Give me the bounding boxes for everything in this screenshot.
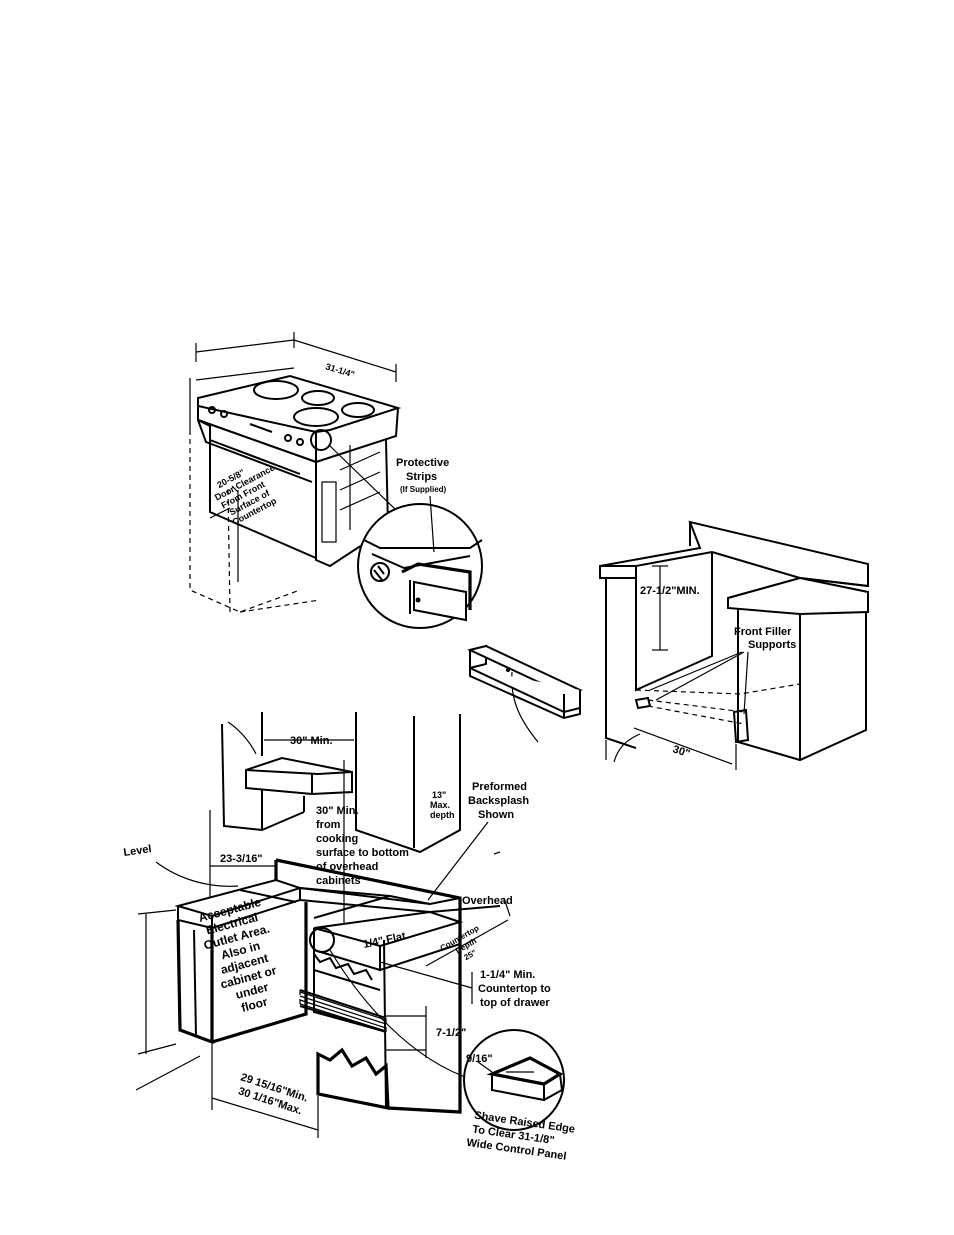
upper-cabinet-left — [221, 712, 353, 832]
edge-callout-circle — [309, 927, 335, 953]
clearance-note-4: surface to bottom — [316, 847, 409, 859]
cabinet-width-dim: 30" — [671, 743, 691, 760]
cabinet-width-dim-line — [633, 727, 733, 765]
level-label: Level — [123, 843, 153, 859]
overhead-dim-tick — [503, 897, 511, 917]
outlet-area-label: Acceptable Electrical Outlet Area. Also … — [197, 895, 278, 1015]
edge-callout-leader — [329, 949, 475, 1081]
drawer-clearance-leader — [379, 961, 473, 989]
strip-callout-leader — [329, 445, 397, 511]
clearance-box — [189, 430, 321, 613]
opening-width-dims — [211, 1044, 319, 1138]
range-width-dim: 31-1/4" — [324, 361, 355, 379]
backsplash-line-1: Preformed — [472, 781, 527, 793]
countertop-depth-line — [425, 919, 509, 967]
level-leader — [155, 861, 239, 887]
cabinet-walls — [605, 552, 867, 770]
strips-leader — [429, 495, 435, 553]
overhead-label: Overhead — [462, 895, 513, 907]
filler-strip-piece — [467, 644, 583, 720]
front-filler-line-1: Front Filler — [734, 626, 792, 638]
left-height-dims — [135, 909, 201, 1091]
protective-strips-line-2: Strips — [406, 471, 437, 483]
overhead-tick — [493, 851, 501, 855]
drawer-clearance-line-2: Countertop to — [478, 983, 551, 995]
drawer-clearance-line-1: 1-1/4" Min. — [480, 969, 535, 981]
opening-leader — [613, 733, 641, 763]
upper-depth-line-1: 13" — [432, 790, 446, 800]
edge-dim: 9/16" — [466, 1053, 493, 1065]
range-figure: 31-1/4" — [189, 332, 483, 629]
protective-strip-detail — [357, 503, 483, 629]
backsplash-leader — [427, 821, 489, 901]
upper-depth-line-2: Max. — [430, 800, 450, 810]
upper-cabinet-right — [355, 712, 461, 854]
shave-note: Shave Raised Edge To Clear 31-1/8" Wide … — [466, 1110, 576, 1163]
cabinet-gap-dim: 30" Min. — [290, 735, 333, 747]
clearance-note-6: cabinets — [316, 875, 361, 887]
protective-strips-line-1: Protective — [396, 457, 449, 469]
clearance-note-2: from — [316, 819, 341, 831]
base-cabinet-assembly — [174, 858, 501, 1114]
backsplash-line-2: Backsplash — [468, 795, 529, 807]
clearance-note-1: 30" Min. — [316, 805, 359, 817]
clearance-note-3: cooking — [316, 833, 358, 845]
strip-callout-circle — [310, 429, 332, 451]
front-filler-line-2: Supports — [748, 639, 796, 651]
drawer-clearance-line-3: top of drawer — [480, 997, 550, 1009]
outlet-line-8: floor — [240, 994, 270, 1015]
countertop-depth-label: Countertop Depth 25" — [439, 923, 481, 962]
cabinet-opening-figure: 27-1/2"MIN. Front Filler Supports 30" — [511, 520, 869, 770]
raised-edge-detail — [463, 1029, 565, 1131]
countertop — [599, 520, 869, 616]
cabinet-height-dim: 27-1/2"MIN. — [640, 585, 700, 597]
opening-width-label: 29 15/16"Min. 30 1/16"Max. — [237, 1071, 310, 1117]
filler-leaders — [649, 651, 749, 715]
drawer-height-dim: 7-1/2" — [436, 1027, 466, 1039]
upper-depth-line-3: depth — [430, 810, 455, 820]
backsplash-line-3: Shown — [478, 809, 514, 821]
oven-body — [197, 419, 390, 568]
installation-figure: 13" Max. depth 30" Min. 30" Min. from co… — [123, 712, 576, 1163]
left-width-dim: 23-3/16" — [220, 853, 263, 865]
protective-strips-note: (If Supplied) — [400, 485, 447, 494]
cooktop — [197, 374, 402, 464]
